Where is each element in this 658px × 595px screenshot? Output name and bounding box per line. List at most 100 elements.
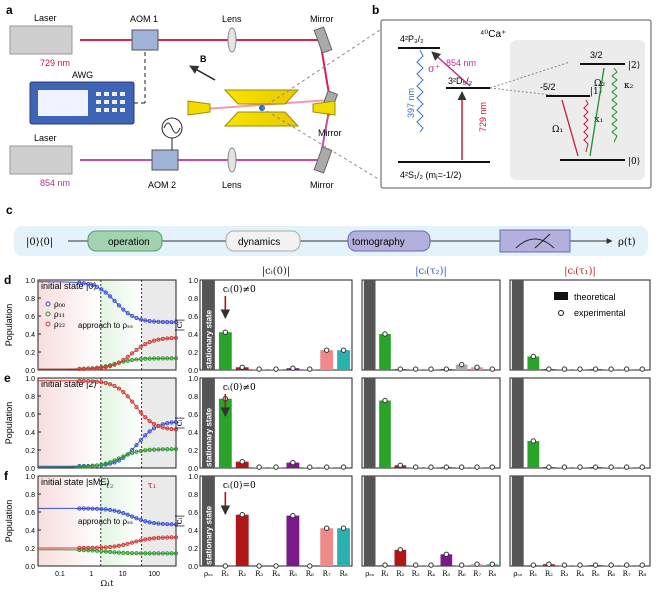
point-rho00 bbox=[125, 311, 130, 316]
bar-xtick-label: R₄ bbox=[272, 570, 280, 578]
aom2-label: AOM 2 bbox=[148, 180, 176, 190]
point-rho22 bbox=[77, 366, 82, 372]
exp-point bbox=[323, 525, 330, 531]
ytick-label: 0.0 bbox=[25, 564, 35, 571]
bar-chart-d-2: |cᵢ(τ₂)| bbox=[361, 266, 501, 372]
legend-exp-marker bbox=[558, 310, 564, 316]
point-rho22 bbox=[86, 366, 91, 371]
point-rho22 bbox=[125, 354, 130, 359]
point-rho11 bbox=[156, 447, 161, 452]
point-rho22 bbox=[129, 351, 135, 356]
ytick-label: 0.6 bbox=[25, 510, 35, 517]
wl-397: 397 nm bbox=[406, 88, 416, 118]
exp-point bbox=[458, 562, 465, 568]
panel-letter-d: d bbox=[4, 273, 11, 287]
approach-note: approach to ρₛₛ bbox=[78, 517, 133, 526]
exp-point bbox=[443, 464, 450, 470]
point-rho22 bbox=[94, 379, 100, 384]
approach-note: approach to ρₛₛ bbox=[78, 321, 133, 330]
panel-letter-c: c bbox=[6, 203, 13, 217]
region-early bbox=[38, 280, 101, 370]
xtick-label: 0.1 bbox=[55, 571, 65, 578]
legend-marker bbox=[45, 321, 51, 327]
point-rho11 bbox=[81, 548, 86, 553]
point-rho00 bbox=[121, 307, 126, 312]
exp-point bbox=[458, 464, 465, 470]
exp-point bbox=[382, 397, 388, 404]
point-rho22 bbox=[86, 545, 91, 550]
point-rho11 bbox=[156, 551, 161, 556]
point-rho11 bbox=[151, 356, 157, 361]
bar-5 bbox=[286, 515, 300, 566]
point-rho00 bbox=[165, 421, 170, 426]
bar-1 bbox=[527, 441, 540, 468]
ion-trap bbox=[187, 89, 336, 127]
point-rho22 bbox=[165, 535, 170, 540]
bar-axes bbox=[361, 475, 501, 567]
bar-xtick-label: R₈ bbox=[488, 570, 496, 578]
mirror-bottom bbox=[313, 146, 333, 174]
point-rho11 bbox=[143, 356, 148, 361]
exp-point bbox=[382, 331, 388, 337]
point-rho22 bbox=[134, 539, 139, 544]
exp-point bbox=[382, 562, 388, 568]
m-pos-label: 3/2 bbox=[590, 50, 603, 60]
point-rho11 bbox=[151, 551, 157, 556]
ytick-label: 0.2 bbox=[25, 546, 35, 553]
point-rho00 bbox=[143, 318, 148, 323]
point-rho00 bbox=[90, 506, 95, 511]
point-rho11 bbox=[86, 464, 91, 469]
bar-xtick-label: R₅ bbox=[442, 570, 450, 578]
point-rho11 bbox=[147, 447, 152, 452]
point-rho11 bbox=[156, 356, 161, 361]
stationary-state-label: stationary state bbox=[204, 407, 213, 467]
point-rho22 bbox=[169, 535, 174, 540]
population-axes bbox=[37, 279, 177, 371]
kappa1-arrow bbox=[583, 99, 589, 153]
exp-point bbox=[428, 562, 434, 568]
meter-needle-icon bbox=[534, 233, 551, 249]
point-rho22 bbox=[156, 423, 161, 429]
bar-ytick-label: 1.0 bbox=[188, 474, 198, 481]
bar-xtick-label: ρₛₛ bbox=[204, 570, 213, 578]
wl-729: 729 nm bbox=[478, 102, 488, 132]
point-rho00 bbox=[99, 506, 104, 512]
population-ylabel: Population bbox=[4, 402, 14, 445]
point-rho00 bbox=[121, 510, 126, 516]
point-rho22 bbox=[121, 357, 126, 363]
flow-start: |0⟩⟨0| bbox=[26, 237, 53, 248]
point-rho22 bbox=[90, 366, 95, 371]
bar-0 bbox=[202, 476, 215, 566]
level-s12-label: 4²S₁/₂ (mⱼ=-1/2) bbox=[400, 170, 461, 180]
point-rho11 bbox=[121, 454, 126, 459]
point-rho22 bbox=[94, 545, 100, 550]
dynamics-step bbox=[225, 230, 301, 252]
ytick-label: 0.2 bbox=[25, 350, 35, 357]
point-rho11 bbox=[173, 551, 179, 556]
exp-point bbox=[577, 562, 583, 568]
bar-0 bbox=[511, 378, 524, 468]
bar-ytick-label: 0.0 bbox=[188, 368, 198, 375]
point-rho11 bbox=[108, 460, 113, 465]
point-rho22 bbox=[116, 360, 122, 365]
region-early bbox=[38, 476, 101, 566]
bar-xtick-label: R₇ bbox=[623, 570, 631, 578]
exp-point bbox=[323, 464, 330, 470]
bar-xtick-label: R₇ bbox=[473, 570, 481, 578]
bar-xtick-label: R₂ bbox=[545, 570, 553, 578]
bar-1 bbox=[379, 400, 391, 468]
ytick-label: 0.6 bbox=[25, 314, 35, 321]
exp-point bbox=[256, 563, 262, 569]
point-rho11 bbox=[169, 551, 174, 556]
level-d52-label: 3²D₅/₂ bbox=[448, 76, 473, 86]
point-rho11 bbox=[165, 551, 170, 556]
bar-1 bbox=[218, 332, 232, 370]
exp-point bbox=[239, 364, 245, 370]
bar-ytick-label: 0.2 bbox=[188, 350, 198, 357]
aom2-box bbox=[151, 149, 179, 171]
point-rho22 bbox=[112, 383, 117, 389]
exp-point bbox=[340, 464, 347, 470]
bar-8 bbox=[337, 528, 350, 566]
exp-point bbox=[474, 561, 480, 567]
legend-marker bbox=[45, 301, 51, 307]
